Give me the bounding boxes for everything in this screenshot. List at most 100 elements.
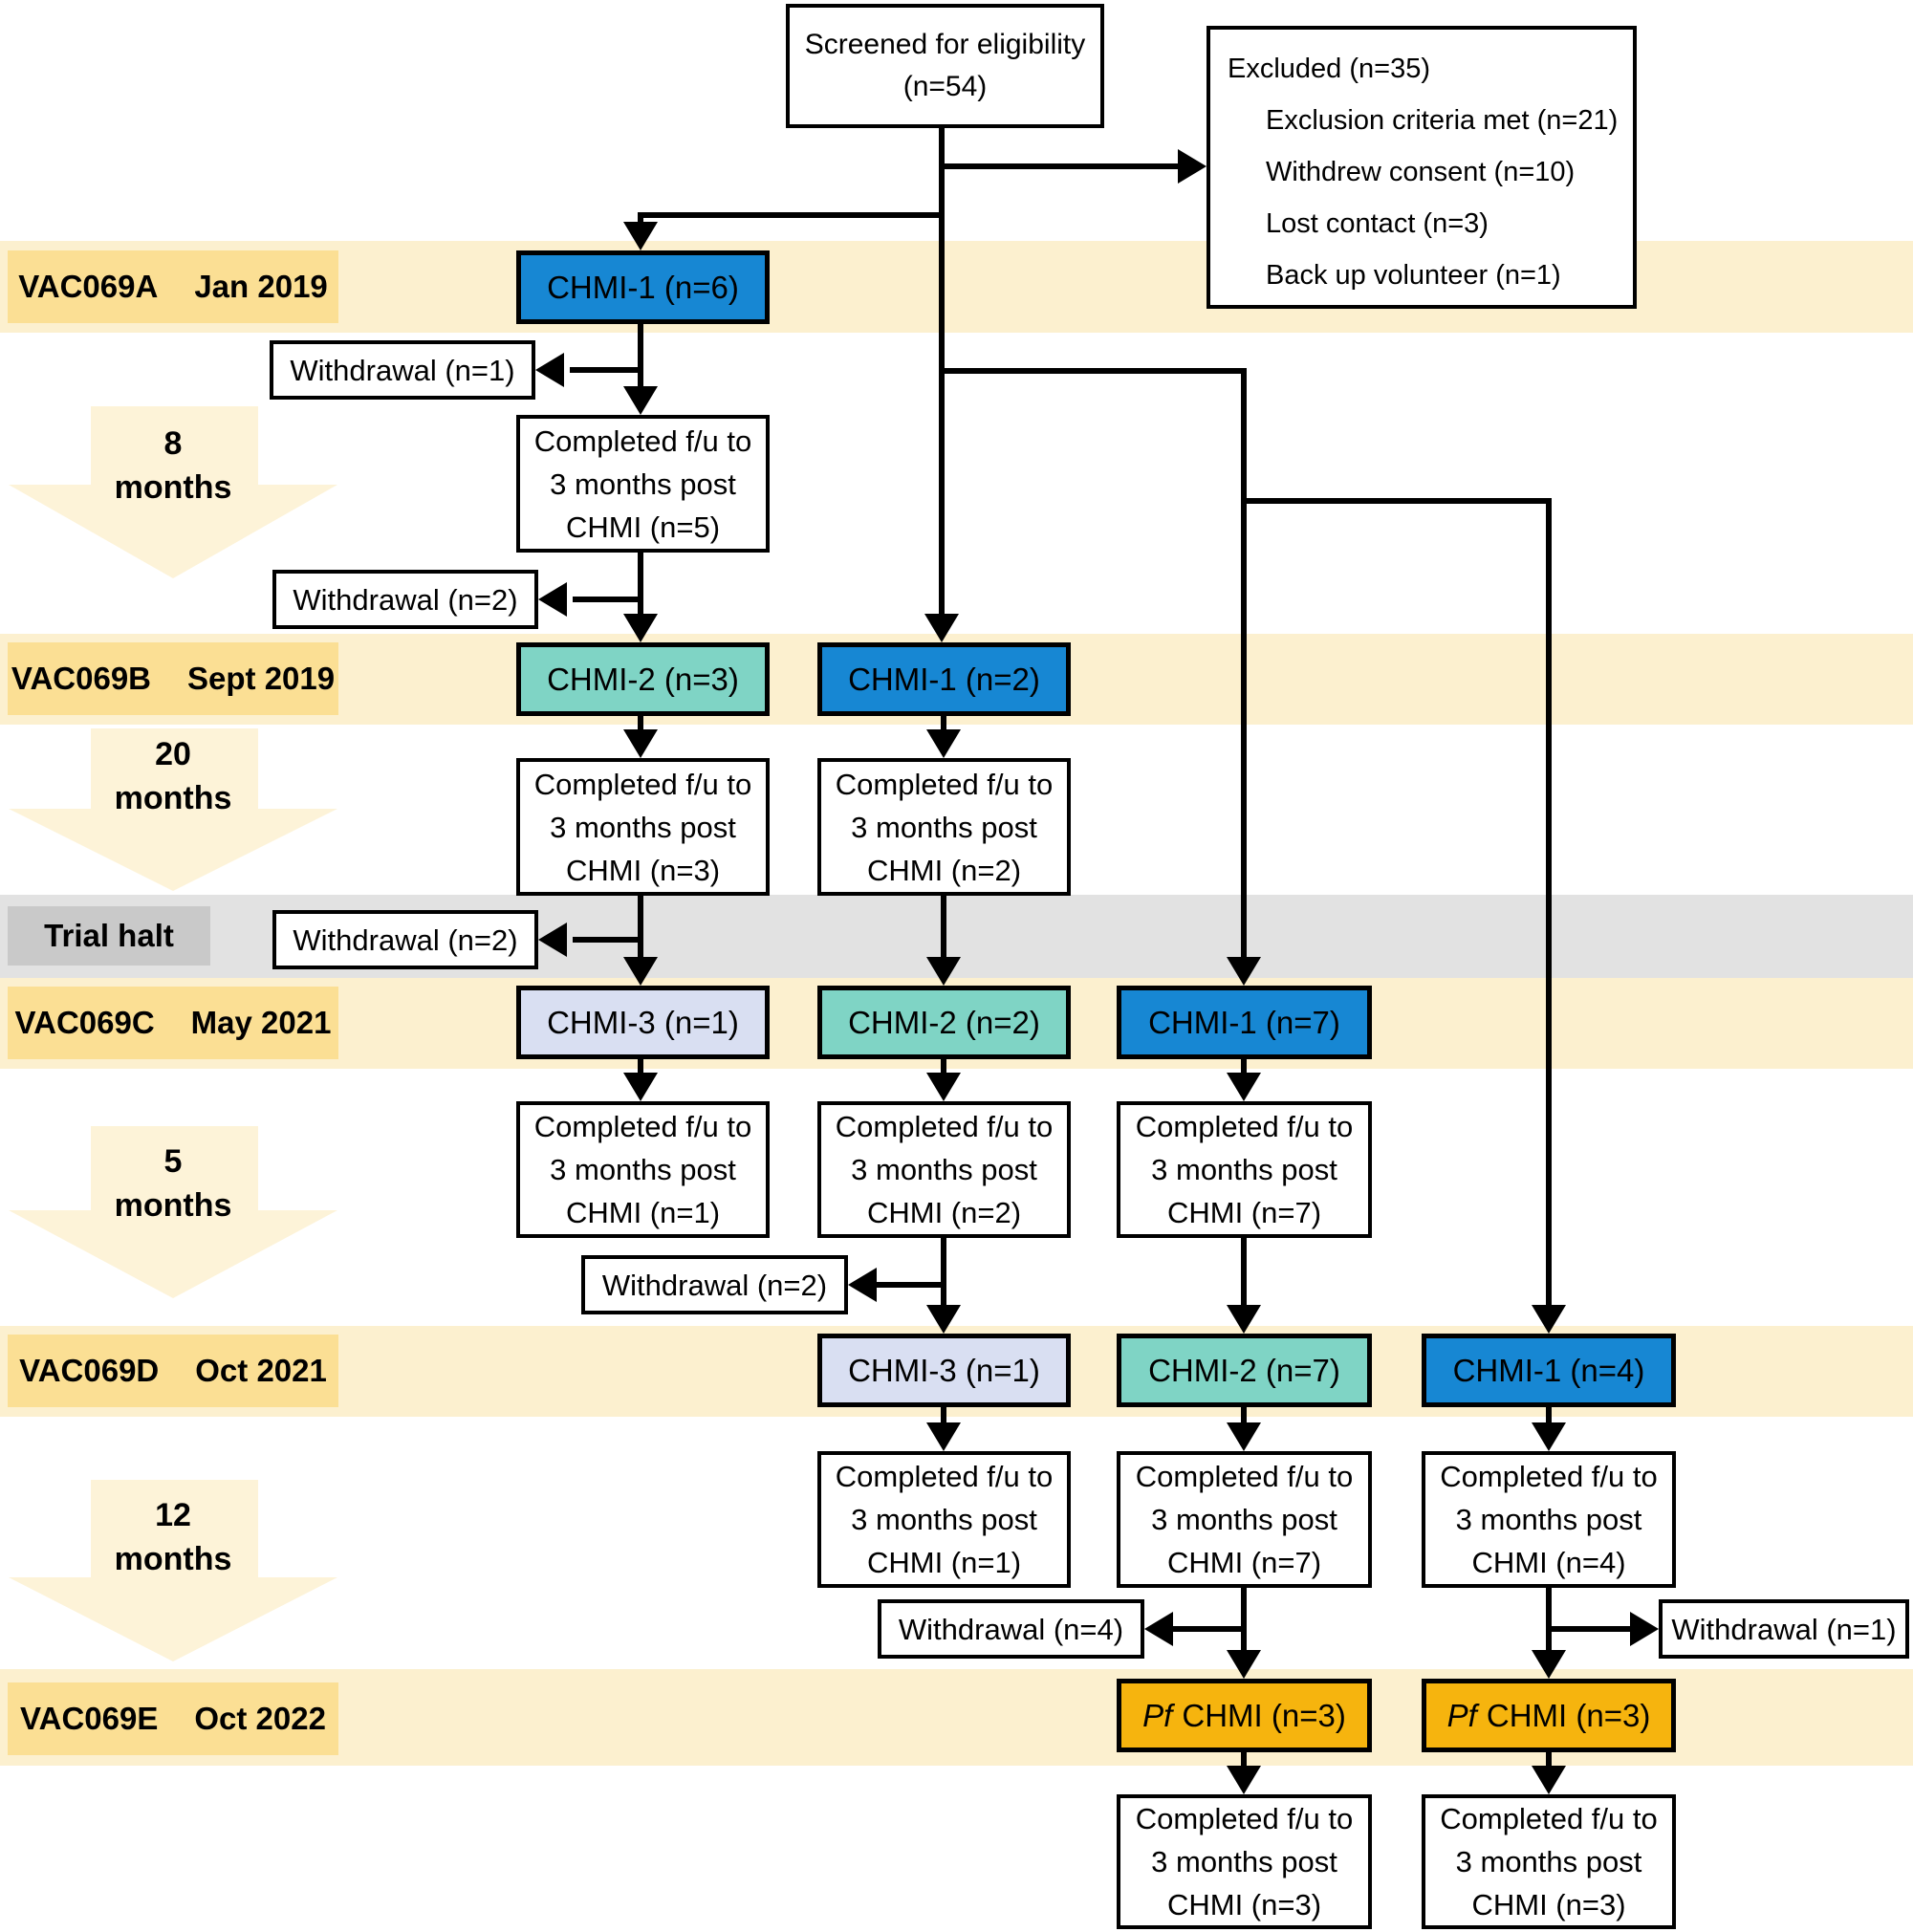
- band-label-vac069c: VAC069C May 2021: [8, 987, 338, 1059]
- pf-label: CHMI (n=3): [1182, 1697, 1346, 1733]
- interval-unit: months: [114, 1541, 232, 1577]
- connector-line: [638, 323, 643, 392]
- completed-line1: Completed f/u to: [835, 767, 1054, 801]
- arrowhead-down-icon: [623, 729, 658, 758]
- chmi-box-d-chmi1: CHMI-1 (n=4): [1422, 1334, 1676, 1407]
- completed-line1: Completed f/u to: [835, 1460, 1054, 1493]
- completed-box-d-col3: Completed f/u to 3 months post CHMI (n=7…: [1117, 1451, 1372, 1588]
- arrowhead-left-icon: [538, 923, 567, 957]
- connector-line: [1546, 1407, 1552, 1428]
- completed-box-a: Completed f/u to 3 months post CHMI (n=5…: [516, 415, 770, 553]
- excluded-item: Lost contact (n=3): [1266, 208, 1489, 239]
- completed-line2: 3 months post: [851, 1503, 1037, 1536]
- arrowhead-down-icon: [1532, 1305, 1566, 1334]
- arrowhead-down-icon: [1227, 1650, 1261, 1679]
- completed-line1: Completed f/u to: [533, 423, 752, 458]
- connector-line: [1241, 368, 1247, 963]
- connector-line: [573, 597, 641, 602]
- pf-chmi-box-left: Pf CHMI (n=3): [1117, 1679, 1372, 1752]
- band-date: May 2021: [190, 1005, 332, 1040]
- trial-halt-text: Trial halt: [44, 918, 174, 953]
- completed-line2: 3 months post: [550, 467, 736, 501]
- interval-value: 12: [155, 1497, 191, 1533]
- interval-arrow-5-months: [91, 1126, 258, 1211]
- arrowhead-down-icon: [623, 222, 658, 250]
- connector-line: [1241, 1059, 1247, 1078]
- withdrawal-box-halt: Withdrawal (n=2): [272, 910, 538, 969]
- withdrawal-label: Withdrawal (n=1): [1671, 1612, 1897, 1646]
- connector-line: [1549, 1626, 1630, 1632]
- completed-line2: 3 months post: [851, 810, 1037, 844]
- interval-unit: months: [114, 1187, 232, 1224]
- connector-line: [941, 896, 946, 963]
- completed-line3: CHMI (n=4): [1471, 1546, 1626, 1579]
- connector-line: [1546, 1588, 1552, 1656]
- completed-line2: 3 months post: [1455, 1845, 1642, 1878]
- completed-line1: Completed f/u to: [1135, 1802, 1354, 1835]
- interval-arrowhead-icon: [9, 1210, 337, 1298]
- chmi-label: CHMI-3 (n=1): [848, 1352, 1040, 1388]
- arrowhead-down-icon: [1227, 1305, 1261, 1334]
- arrowhead-down-icon: [1227, 957, 1261, 986]
- withdrawal-box-a-b: Withdrawal (n=2): [272, 570, 538, 629]
- connector-line: [941, 1238, 946, 1311]
- chmi-box-c-chmi3: CHMI-3 (n=1): [516, 986, 770, 1059]
- arrowhead-right-icon: [1630, 1612, 1659, 1646]
- connector-line: [942, 368, 1244, 374]
- chmi-box-d-chmi3: CHMI-3 (n=1): [817, 1334, 1071, 1407]
- arrowhead-down-icon: [926, 1305, 961, 1334]
- withdrawal-label: Withdrawal (n=2): [293, 923, 518, 957]
- arrowhead-down-icon: [623, 386, 658, 415]
- connector-line: [942, 163, 1181, 169]
- band-label-vac069a: VAC069A Jan 2019: [8, 250, 338, 323]
- withdrawal-box-a: Withdrawal (n=1): [270, 340, 535, 400]
- excluded-box: Excluded (n=35) Exclusion criteria met (…: [1206, 26, 1637, 309]
- chmi-label: CHMI-1 (n=4): [1452, 1352, 1645, 1388]
- band-code: VAC069E: [20, 1701, 159, 1736]
- completed-line1: Completed f/u to: [1440, 1460, 1658, 1493]
- completed-line2: 3 months post: [550, 1153, 736, 1186]
- trial-halt-label: Trial halt: [8, 906, 210, 966]
- band-label-vac069b: VAC069B Sept 2019: [8, 642, 338, 715]
- completed-line2: 3 months post: [851, 1153, 1037, 1186]
- completed-line3: CHMI (n=3): [565, 853, 721, 887]
- connector-line: [638, 1059, 643, 1078]
- band-date: Oct 2021: [195, 1353, 327, 1388]
- arrowhead-down-icon: [623, 957, 658, 986]
- completed-line3: CHMI (n=1): [866, 1546, 1022, 1579]
- connector-line: [941, 1059, 946, 1078]
- arrowhead-right-icon: [1178, 149, 1206, 184]
- interval-arrow-12-months: [91, 1480, 258, 1578]
- chmi-box-b-chmi2: CHMI-2 (n=3): [516, 642, 770, 716]
- band-code: VAC069D: [19, 1353, 160, 1388]
- completed-line2: 3 months post: [1151, 1503, 1337, 1536]
- chmi-label: CHMI-1 (n=2): [848, 661, 1040, 697]
- chmi-label: CHMI-2 (n=3): [547, 661, 739, 697]
- band-code: VAC069A: [18, 269, 159, 304]
- completed-line3: CHMI (n=2): [866, 853, 1022, 887]
- connector-line: [1172, 1626, 1247, 1632]
- arrowhead-down-icon: [623, 614, 658, 642]
- chmi-label: CHMI-2 (n=2): [848, 1004, 1040, 1040]
- arrowhead-down-icon: [1227, 1766, 1261, 1794]
- completed-box-e-col4: Completed f/u to 3 months post CHMI (n=3…: [1422, 1794, 1676, 1929]
- completed-line1: Completed f/u to: [1440, 1802, 1658, 1835]
- connector-line: [1241, 1752, 1247, 1771]
- chmi-box-c-chmi1: CHMI-1 (n=7): [1117, 986, 1372, 1059]
- withdrawal-box-d-e-left: Withdrawal (n=4): [878, 1599, 1144, 1659]
- arrowhead-down-icon: [1227, 1422, 1261, 1451]
- arrowhead-down-icon: [623, 1073, 658, 1101]
- completed-line2: 3 months post: [1151, 1153, 1337, 1186]
- chmi-label: CHMI-1 (n=6): [547, 269, 739, 305]
- completed-line1: Completed f/u to: [835, 1110, 1054, 1143]
- arrowhead-down-icon: [926, 1073, 961, 1101]
- interval-arrowhead-icon: [9, 809, 337, 891]
- screened-line2: (n=54): [902, 71, 988, 102]
- connector-line: [638, 553, 643, 616]
- excluded-item: Withdrew consent (n=10): [1266, 157, 1576, 187]
- completed-line2: 3 months post: [1455, 1503, 1642, 1536]
- completed-box-c-col2: Completed f/u to 3 months post CHMI (n=2…: [817, 1101, 1071, 1238]
- interval-arrow-20-months: [91, 728, 258, 810]
- band-code: VAC069C: [14, 1005, 155, 1040]
- connector-line: [941, 715, 946, 734]
